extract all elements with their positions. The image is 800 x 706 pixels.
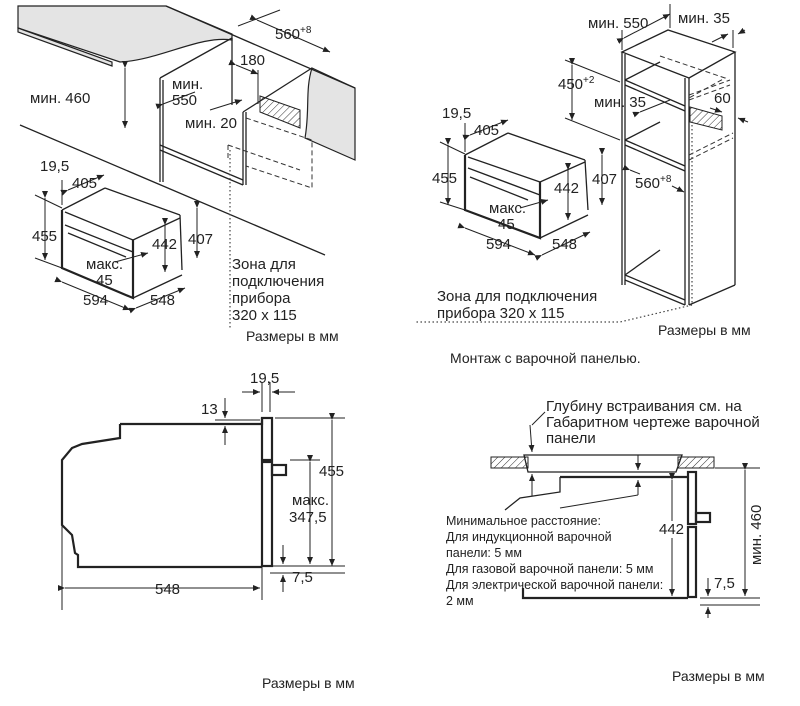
- dim-max-45: 45: [498, 216, 515, 233]
- dim-max-label: макс.: [489, 200, 527, 217]
- dim-max-347-5: 347,5: [289, 509, 327, 526]
- dim-407: 407: [592, 171, 618, 188]
- dim-405: 405: [72, 175, 98, 192]
- dim-7-5: 7,5: [714, 575, 735, 592]
- dim-min-550: мин. 550: [588, 15, 649, 32]
- dim-min-460: мин. 460: [30, 90, 91, 107]
- dim-560: 560+8: [635, 174, 672, 193]
- distance-note-line6: 2 мм: [446, 594, 474, 608]
- dim-548: 548: [155, 581, 181, 598]
- zone-note-line3: прибора: [232, 290, 291, 307]
- section-title-hob-installation: Монтаж с варочной панелью.: [450, 350, 641, 366]
- dim-560-value: 560: [635, 175, 661, 192]
- dim-594: 594: [486, 236, 512, 253]
- dim-60: 60: [714, 90, 731, 107]
- hob-note-line2: Габаритном чертеже варочной: [546, 414, 760, 431]
- caption-units: Размеры в мм: [672, 668, 765, 684]
- dim-442: 442: [554, 180, 580, 197]
- dim-180: 180: [240, 52, 266, 69]
- dim-548: 548: [150, 292, 176, 309]
- dim-min-550-label: мин.: [172, 76, 204, 93]
- zone-note-line1: Зона для: [232, 256, 296, 273]
- zone-note-line1: Зона для подключения: [437, 288, 598, 305]
- dim-min-550-value: 550: [172, 92, 198, 109]
- dim-19-5: 19,5: [442, 105, 472, 122]
- distance-note-line5: Для электрической варочной панели:: [446, 578, 664, 592]
- tall-cabinet-drawing: [415, 4, 749, 323]
- dim-min-35-mid: мин. 35: [594, 94, 646, 111]
- dim-594: 594: [83, 292, 109, 309]
- hob-installation-drawing: [490, 411, 760, 618]
- dim-19-5: 19,5: [250, 370, 280, 387]
- distance-note-line1: Минимальное расстояние:: [446, 514, 601, 528]
- dim-min-460: мин. 460: [748, 504, 765, 565]
- zone-note-line4: 320 x 115: [232, 307, 297, 324]
- caption-units: Размеры в мм: [658, 322, 751, 338]
- hob-note-line1: Глубину встраивания см. на: [546, 398, 742, 415]
- dim-560-tolerance: +8: [300, 25, 312, 36]
- dim-455: 455: [319, 463, 345, 480]
- dim-455: 455: [32, 228, 58, 245]
- dim-450-tolerance: +2: [583, 75, 595, 86]
- dim-13: 13: [201, 401, 218, 418]
- zone-note-line2: прибора 320 x 115: [437, 305, 565, 322]
- dim-560-tolerance: +8: [660, 174, 672, 185]
- dim-7-5: 7,5: [292, 569, 313, 586]
- dim-max-45: 45: [96, 272, 113, 289]
- distance-note-line3: панели: 5 мм: [446, 546, 522, 560]
- hob-note-line3: панели: [546, 430, 596, 447]
- undercounter-cabinet-drawing: [17, 5, 356, 330]
- dim-407: 407: [188, 231, 214, 248]
- dim-min-20: мин. 20: [185, 115, 237, 132]
- zone-note-line2: подключения: [232, 273, 325, 290]
- dim-max-label: макс.: [292, 492, 330, 509]
- dim-19-5: 19,5: [40, 158, 70, 175]
- oven-side-profile-drawing: [58, 382, 345, 610]
- distance-note-line2: Для индукционной варочной: [446, 530, 612, 544]
- dim-405: 405: [474, 122, 500, 139]
- dim-max-label: макс.: [86, 256, 124, 273]
- dim-560: 560+8: [275, 25, 312, 44]
- dim-450: 450+2: [558, 75, 595, 94]
- caption-units: Размеры в мм: [246, 328, 339, 344]
- distance-note-line4: Для газовой варочной панели: 5 мм: [446, 562, 654, 576]
- dim-548: 548: [552, 236, 578, 253]
- dim-442: 442: [659, 521, 685, 538]
- dim-455: 455: [432, 170, 458, 187]
- caption-units: Размеры в мм: [262, 675, 355, 691]
- dim-560-value: 560: [275, 26, 301, 43]
- dim-442: 442: [152, 236, 178, 253]
- dim-min-35-top: мин. 35: [678, 10, 730, 27]
- dim-450-value: 450: [558, 76, 584, 93]
